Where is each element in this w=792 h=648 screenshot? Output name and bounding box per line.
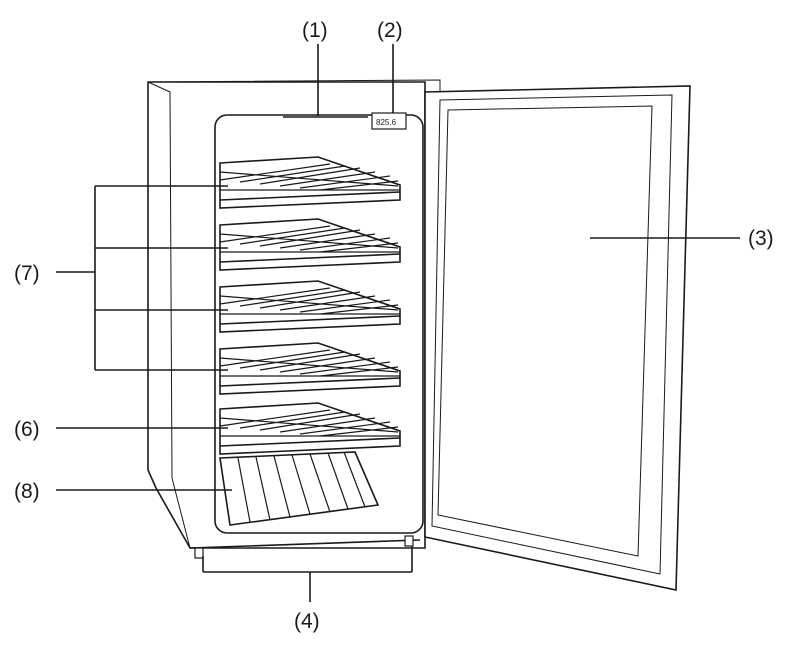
glass-door-inner-frame: [431, 94, 673, 575]
foot-left: [194, 547, 204, 559]
label-8: (8): [14, 480, 40, 503]
label-4: (4): [294, 610, 320, 633]
shelf-4: [219, 342, 401, 395]
shelf-2: [219, 218, 401, 271]
label-7: (7): [14, 262, 40, 285]
bottom-bottle-rack: [219, 451, 380, 526]
display-panel: [371, 112, 407, 130]
shelf-1: [219, 156, 401, 209]
leader-4-bracket: [202, 546, 413, 602]
glass-door-frame: [424, 85, 691, 591]
shelf-5: [219, 402, 401, 455]
label-2: (2): [377, 19, 403, 42]
shelf-3: [219, 280, 401, 333]
foot-right: [404, 535, 414, 547]
glass-door-pane: [437, 105, 653, 557]
label-3: (3): [748, 227, 774, 250]
label-6: (6): [14, 418, 40, 441]
label-1: (1): [302, 19, 328, 42]
cabinet-base: [189, 539, 421, 549]
cabinet-side-edge: [147, 81, 191, 549]
display-readout: 825.6: [376, 118, 397, 127]
leader-7-bracket: [56, 185, 228, 371]
